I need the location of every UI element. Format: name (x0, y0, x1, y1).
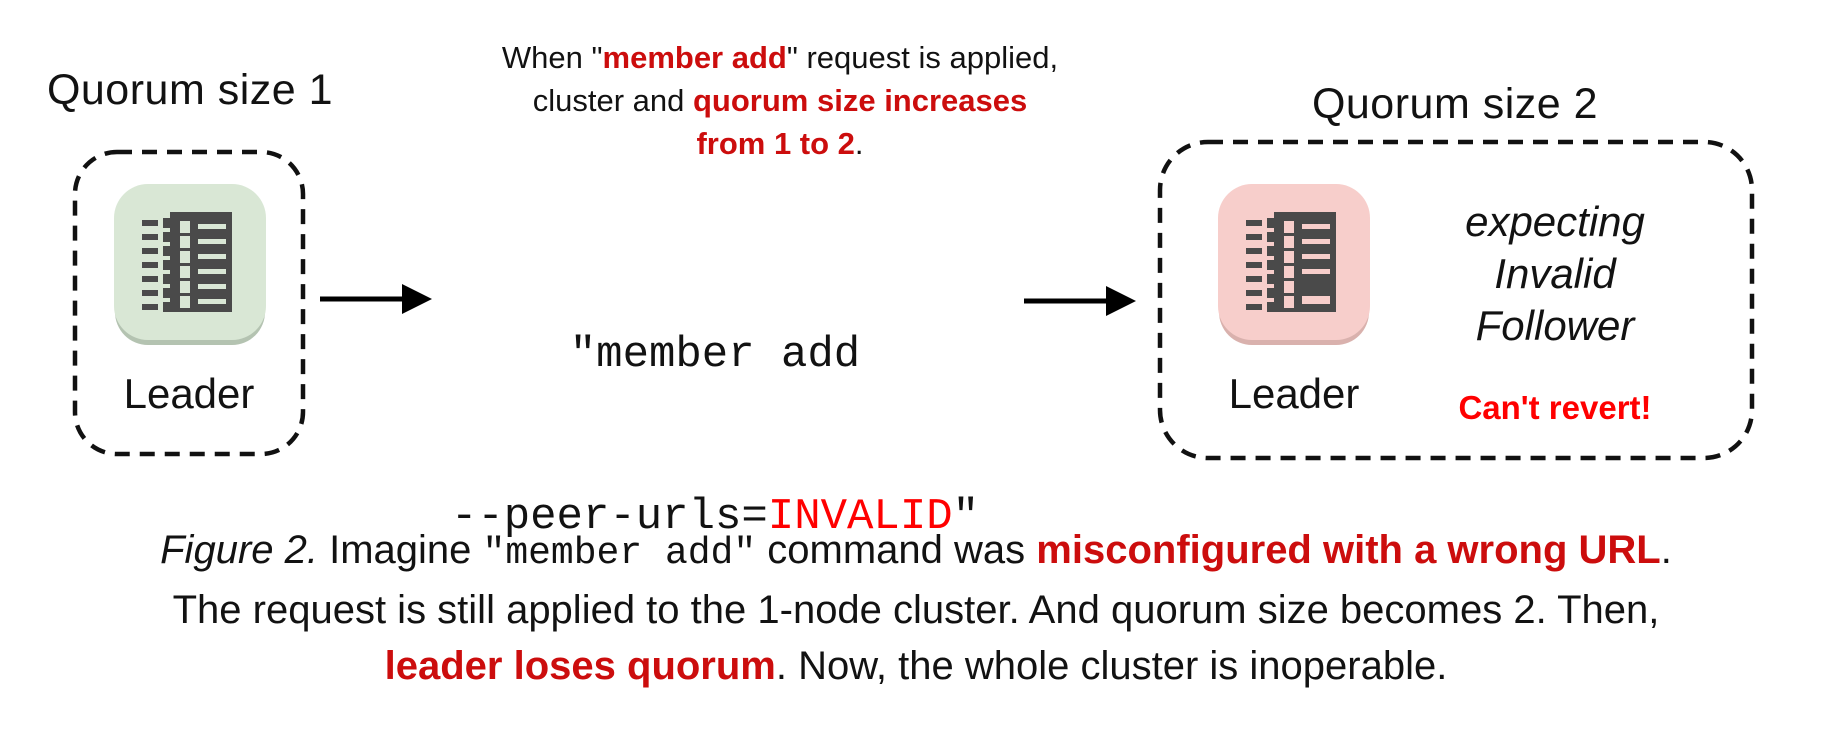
note-text: . (854, 126, 864, 161)
caption-text: command was (756, 528, 1037, 572)
command-text: --peer-urls= (450, 492, 768, 542)
note-from-1-to-2: from 1 to 2 (696, 126, 855, 161)
left-cluster-title: Quorum size 1 (46, 66, 334, 114)
caption-line-1: Figure 2. Imagine "member add" command w… (0, 522, 1832, 582)
figure-number: Figure 2. (160, 528, 318, 572)
leader-node-green (114, 184, 266, 340)
caption-misconfigured: misconfigured with a wrong URL (1036, 528, 1661, 572)
note-text: When " (501, 40, 603, 75)
note-line-1: When "member add" request is applied, (420, 36, 1140, 79)
note-expecting: expecting (1465, 198, 1645, 245)
caption-text: . (1660, 528, 1672, 572)
figure-caption: Figure 2. Imagine "member add" command w… (0, 522, 1832, 694)
command-invalid-url: INVALID (767, 492, 953, 542)
arrow-right-icon (1024, 286, 1136, 316)
member-add-command: "member add --peer-urls=INVALID" (415, 220, 1015, 652)
command-line-1: "member add (569, 330, 861, 380)
caption-text: . Now, the whole cluster is inoperable. (775, 644, 1448, 688)
note-invalid: Invalid (1494, 250, 1616, 297)
note-member-add: member add (602, 40, 787, 75)
note-line-2: cluster and quorum size increases (420, 79, 1140, 122)
command-line-2: --peer-urls=INVALID" (415, 490, 1015, 544)
leader-node-pink (1218, 184, 1370, 340)
caption-line-3: leader loses quorum. Now, the whole clus… (0, 638, 1832, 694)
caption-leader-loses-quorum: leader loses quorum (384, 644, 776, 688)
left-leader-label: Leader (123, 370, 255, 417)
caption-member-add-code: "member add" (482, 532, 757, 575)
right-leader-label: Leader (1228, 370, 1360, 417)
note-quorum-increase: quorum size increases (693, 83, 1028, 118)
command-text: " (952, 492, 980, 542)
expecting-follower-note: expecting Invalid Follower (1390, 196, 1720, 352)
ledger-server-icon (142, 212, 232, 312)
cant-revert-warning: Can't revert! (1458, 389, 1652, 426)
note-text: " request is applied, (786, 40, 1059, 75)
ledger-server-icon (1246, 212, 1336, 312)
caption-text: Imagine (317, 528, 483, 572)
right-cluster-dashed-border (1157, 139, 1755, 461)
left-cluster-dashed-border (72, 149, 306, 457)
arrow-right-icon (320, 284, 432, 314)
right-cluster-title: Quorum size 2 (1311, 80, 1599, 128)
note-text: cluster and (532, 83, 693, 118)
note-line-3: from 1 to 2. (420, 122, 1140, 165)
note-follower: Follower (1475, 302, 1635, 349)
member-add-note: When "member add" request is applied, cl… (420, 36, 1140, 165)
caption-line-2: The request is still applied to the 1-no… (172, 588, 1660, 632)
